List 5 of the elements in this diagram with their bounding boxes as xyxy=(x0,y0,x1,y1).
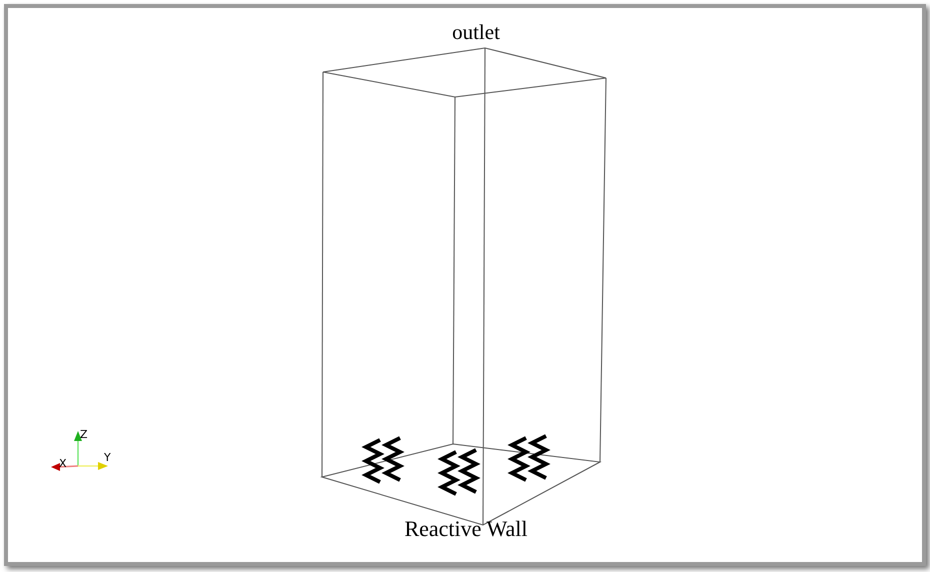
axis-label: X xyxy=(59,458,67,469)
boundary-label: outlet xyxy=(452,22,500,43)
axis-label: Y xyxy=(104,452,111,463)
axis-label: Z xyxy=(80,429,88,440)
boundary-label: Reactive Wall xyxy=(404,518,528,540)
